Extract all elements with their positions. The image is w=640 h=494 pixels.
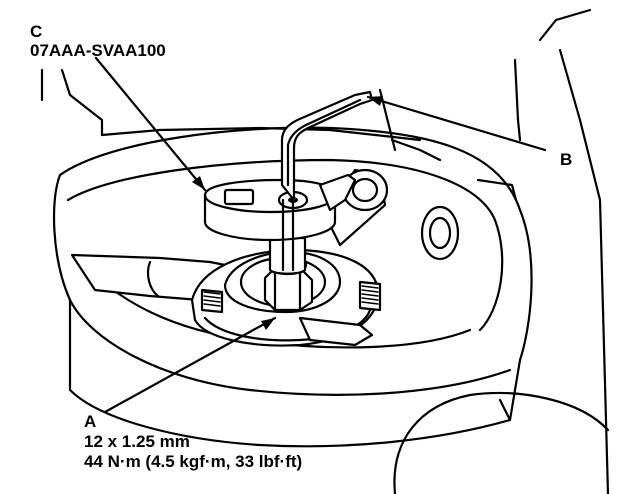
callout-b-letter: B	[560, 150, 573, 169]
socket-tool	[203, 173, 357, 275]
leader-b	[366, 95, 547, 152]
leader-lines	[94, 56, 547, 414]
leader-b-arrow	[368, 96, 383, 106]
leader-a	[103, 316, 277, 414]
leader-c-arrow	[192, 176, 205, 190]
callout-a-thread-spec: 12 x 1.25 mm	[84, 432, 190, 451]
callout-c-tool-number: 07AAA-SVAA100	[30, 41, 166, 60]
callout-a-torque-spec: 44 N·m (4.5 kgf·m, 33 lbf·ft)	[84, 452, 303, 471]
mounting-studs	[200, 280, 382, 347]
leader-a-arrow	[261, 318, 275, 330]
callout-a-letter: A	[84, 412, 97, 431]
leader-c	[94, 56, 207, 192]
callout-c-letter: C	[30, 22, 43, 41]
